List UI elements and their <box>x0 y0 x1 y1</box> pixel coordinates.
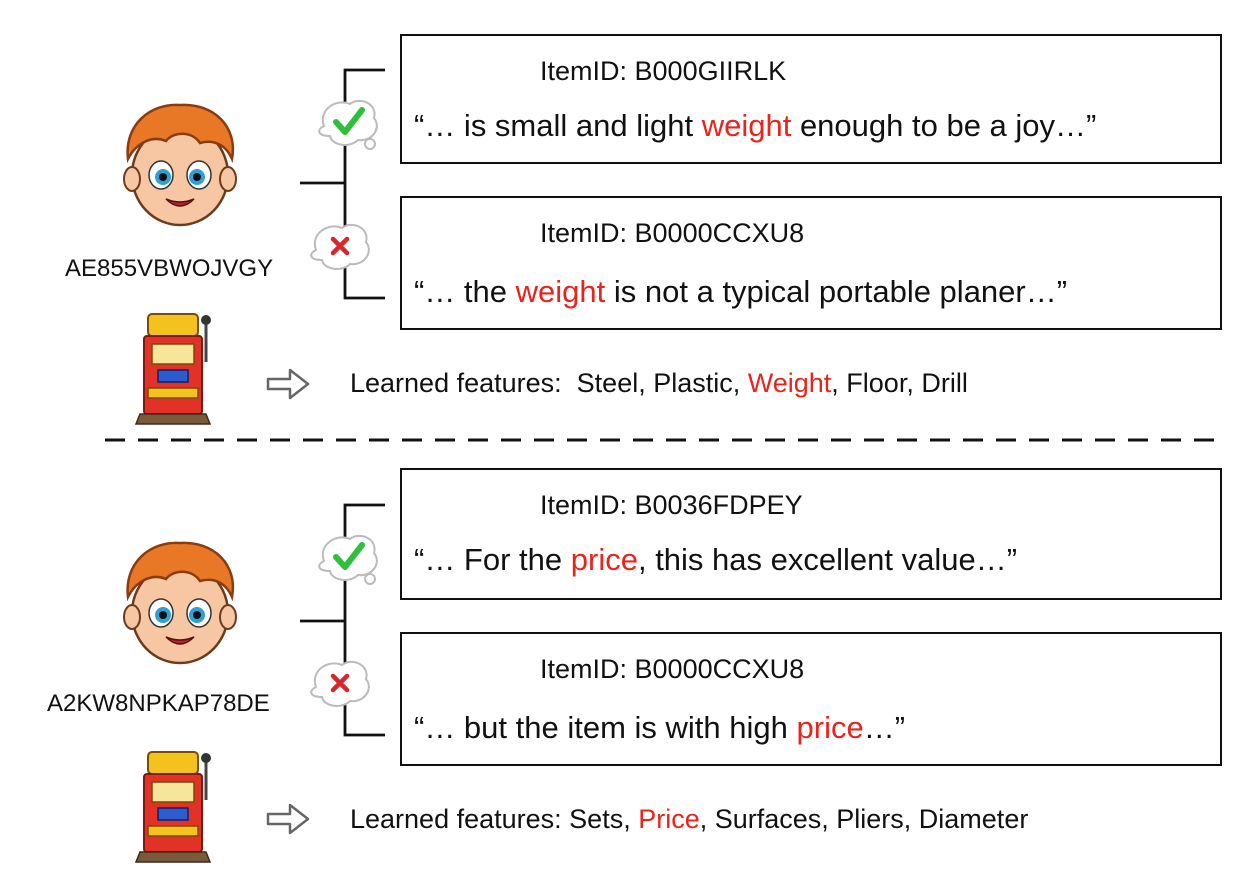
highlighted-feature: Weight <box>747 368 832 398</box>
review-quote: “… but the item is with high price…” <box>414 710 906 745</box>
user-id-label: AE855VBWOJVGY <box>65 255 274 282</box>
learned-features: Learned features: Steel, Plastic, Weight… <box>350 368 968 398</box>
slot-machine-icon <box>134 751 212 863</box>
highlighted-keyword: price <box>570 542 638 577</box>
learned-features: Learned features: Sets, Price, Surfaces,… <box>350 804 1029 834</box>
cross-bubble-icon <box>310 223 370 270</box>
item-id-text: ItemID: B0036FDPEY <box>540 490 803 520</box>
highlighted-keyword: price <box>796 710 864 745</box>
connector-panel-1 <box>300 68 385 300</box>
check-bubble-icon <box>318 99 378 150</box>
review-box-negative: ItemID: B0000CCXU8 “… but the item is wi… <box>400 632 1222 766</box>
review-quote: “… is small and light weight enough to b… <box>414 108 1097 143</box>
user-avatar-icon <box>123 103 237 227</box>
review-box-positive: ItemID: B0036FDPEY “… For the price, thi… <box>400 468 1222 600</box>
cross-bubble-icon <box>310 660 370 707</box>
highlighted-keyword: weight <box>701 108 792 143</box>
highlighted-keyword: weight <box>515 274 606 309</box>
review-quote: “… the weight is not a typical portable … <box>414 274 1068 309</box>
user-avatar-icon <box>123 541 237 665</box>
connector-panel-2 <box>300 503 385 737</box>
item-id-text: ItemID: B0000CCXU8 <box>540 218 805 248</box>
arrow-right-icon <box>266 368 310 400</box>
arrow-right-icon <box>266 803 310 835</box>
review-box-positive: ItemID: B000GIIRLK “… is small and light… <box>400 34 1222 164</box>
highlighted-feature: Price <box>638 804 700 834</box>
check-bubble-icon <box>318 534 378 585</box>
review-box-negative: ItemID: B0000CCXU8 “… the weight is not … <box>400 196 1222 330</box>
user-id-label: A2KW8NPKAP78DE <box>47 690 270 717</box>
item-id-text: ItemID: B0000CCXU8 <box>540 654 805 684</box>
item-id-text: ItemID: B000GIIRLK <box>540 56 787 86</box>
slot-machine-icon <box>134 313 212 425</box>
review-quote: “… For the price, this has excellent val… <box>414 542 1018 577</box>
